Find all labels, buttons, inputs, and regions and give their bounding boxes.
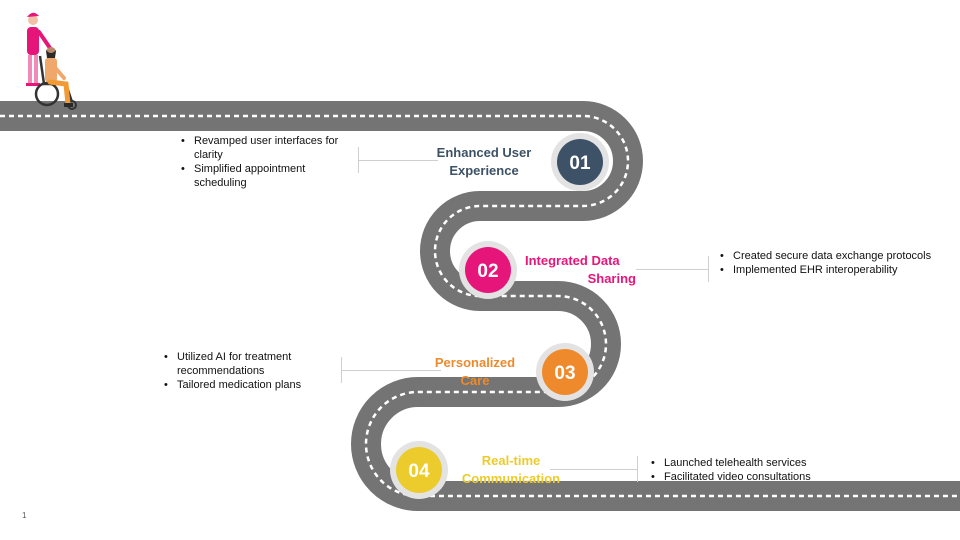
- milestone-badge-04: 04: [390, 441, 448, 499]
- page-number: 1: [22, 511, 27, 520]
- connector-tick-03: [341, 357, 342, 383]
- milestone-badge-03: 03: [536, 343, 594, 401]
- milestone-badge-02: 02: [459, 241, 517, 299]
- milestone-title-04: Real-time Communication: [461, 453, 561, 486]
- connector-line-01: [358, 160, 438, 161]
- connector-line-04: [550, 469, 637, 470]
- connector-line-03: [341, 370, 441, 371]
- nurse-wheelchair-icon: [26, 12, 77, 110]
- badge-number-03: 03: [554, 363, 575, 384]
- milestone-bullets-04: Launched telehealth services Facilitated…: [651, 456, 871, 484]
- milestone-bullets-02: Created secure data exchange protocols I…: [720, 249, 940, 277]
- milestone-title-02: Integrated Data Sharing: [525, 253, 636, 286]
- milestone-bullets-03: Utilized AI for treatment recommendation…: [164, 350, 334, 392]
- list-item: Launched telehealth services: [651, 456, 871, 470]
- milestone-bullets-01: Revamped user interfaces for clarity Sim…: [181, 134, 351, 190]
- list-item: Tailored medication plans: [164, 378, 334, 392]
- list-item: Revamped user interfaces for clarity: [181, 134, 351, 162]
- list-item: Created secure data exchange protocols: [720, 249, 940, 263]
- list-item: Simplified appointment scheduling: [181, 162, 351, 190]
- badge-number-01: 01: [569, 153, 591, 174]
- list-item: Utilized AI for treatment recommendation…: [164, 350, 334, 378]
- milestone-title-01: Enhanced User Experience: [436, 145, 532, 178]
- milestone-badge-01: 01: [551, 133, 609, 191]
- connector-tick-01: [358, 147, 359, 173]
- connector-tick-04: [637, 456, 638, 482]
- milestone-title-03: Personalized Care: [434, 355, 516, 388]
- list-item: Facilitated video consultations: [651, 470, 871, 484]
- badge-number-02: 02: [477, 261, 498, 282]
- badge-number-04: 04: [408, 461, 430, 482]
- road-lane-marking: [0, 114, 960, 498]
- connector-line-02: [636, 269, 708, 270]
- list-item: Implemented EHR interoperability: [720, 263, 940, 277]
- connector-tick-02: [708, 256, 709, 282]
